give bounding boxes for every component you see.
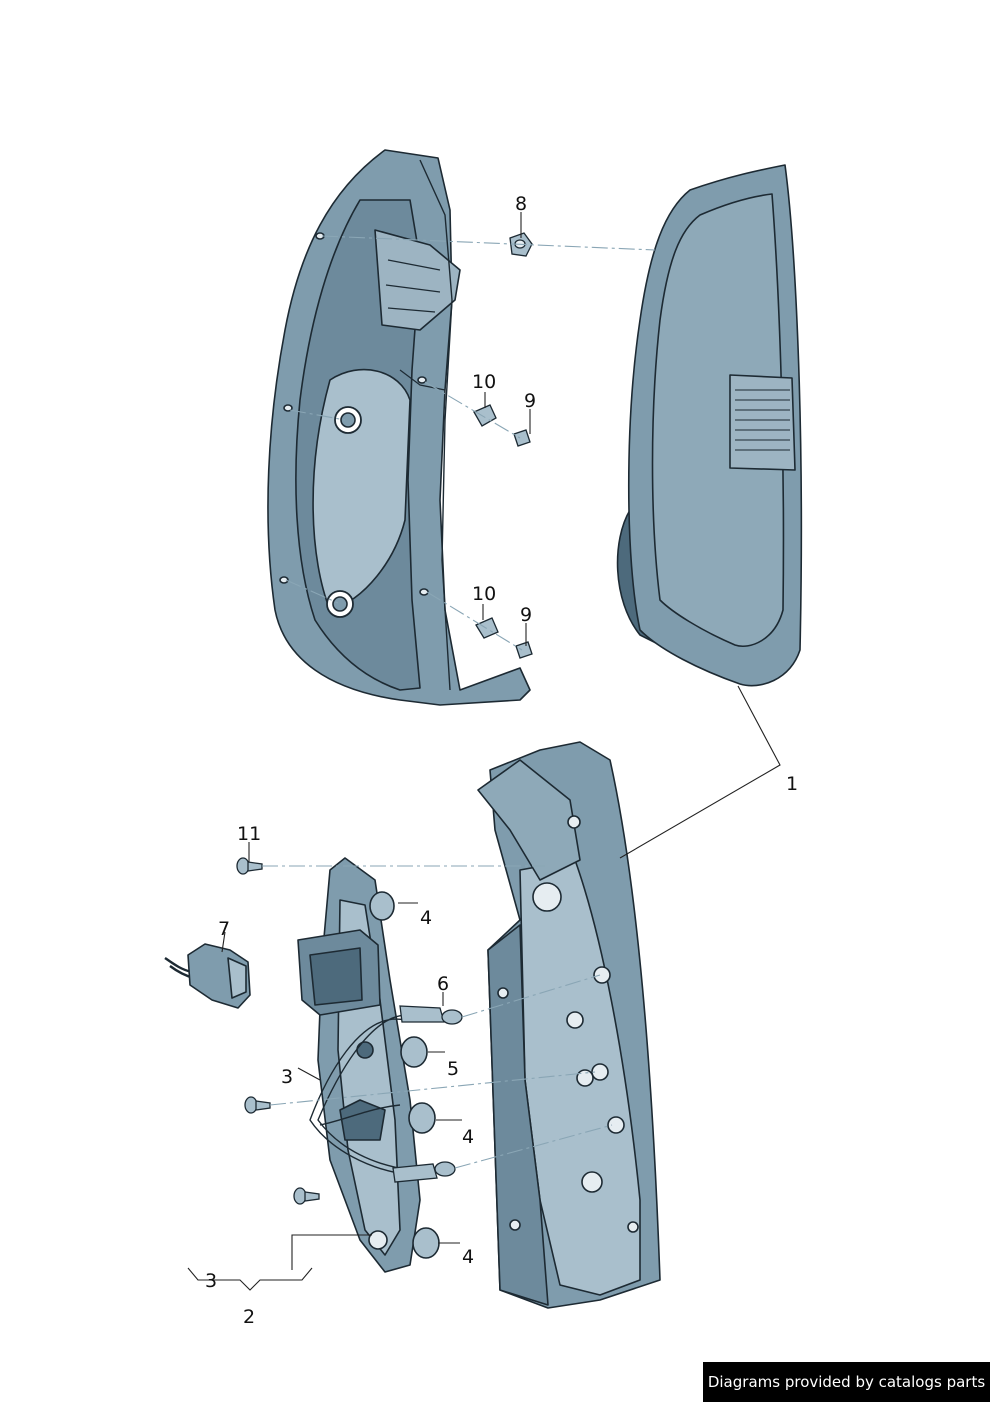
callout-8: 8 [515,193,527,215]
callout-1: 1 [786,773,798,795]
wire-connector [164,943,251,1009]
callout-3-harness: 3 [281,1066,293,1088]
assembly-lines [262,235,656,1169]
panel-bracket [374,229,461,331]
callout-5: 5 [447,1058,459,1080]
leader-lines [187,212,781,1291]
screw-carrier-mid [244,1096,271,1114]
lens-ribbed-area [729,374,796,471]
bulb-carrier [297,857,440,1273]
callout-3-bracket: 3 [205,1270,217,1292]
body-panel-cavity [267,149,531,706]
bulb-lower [392,1161,456,1183]
screw-part-9-lower [515,641,533,659]
housing-left-wall [487,924,549,1306]
credit-banner: Diagrams provided by catalogs parts [703,1362,990,1402]
callout-9-lower: 9 [520,604,532,626]
callout-4-top: 4 [420,907,432,929]
callout-7: 7 [218,918,230,940]
callout-4-mid: 4 [462,1126,474,1148]
callout-labels: 1 2 3 3 4 4 4 5 6 7 8 9 9 10 10 11 [205,193,798,1328]
callout-11: 11 [237,823,261,845]
screw-carrier-low [293,1187,320,1205]
bulb-part-6 [399,1005,463,1025]
screw-part-9-upper [513,429,531,447]
lens-inner-face [651,193,785,647]
callout-2: 2 [243,1306,255,1328]
tail-light-lens [616,164,803,687]
panel-edge-rail [419,159,453,691]
screw-part-11 [236,857,263,875]
wiring-harness [309,1014,411,1176]
housing-top-bracket [477,759,581,881]
callout-9-upper: 9 [524,390,536,412]
callout-10-upper: 10 [472,371,496,393]
nut-part-10-upper [473,404,497,427]
callout-6: 6 [437,973,449,995]
callout-10-lower: 10 [472,583,496,605]
callout-4-bottom: 4 [462,1246,474,1268]
panel-light-face [312,368,411,611]
tail-light-housing [477,741,661,1309]
